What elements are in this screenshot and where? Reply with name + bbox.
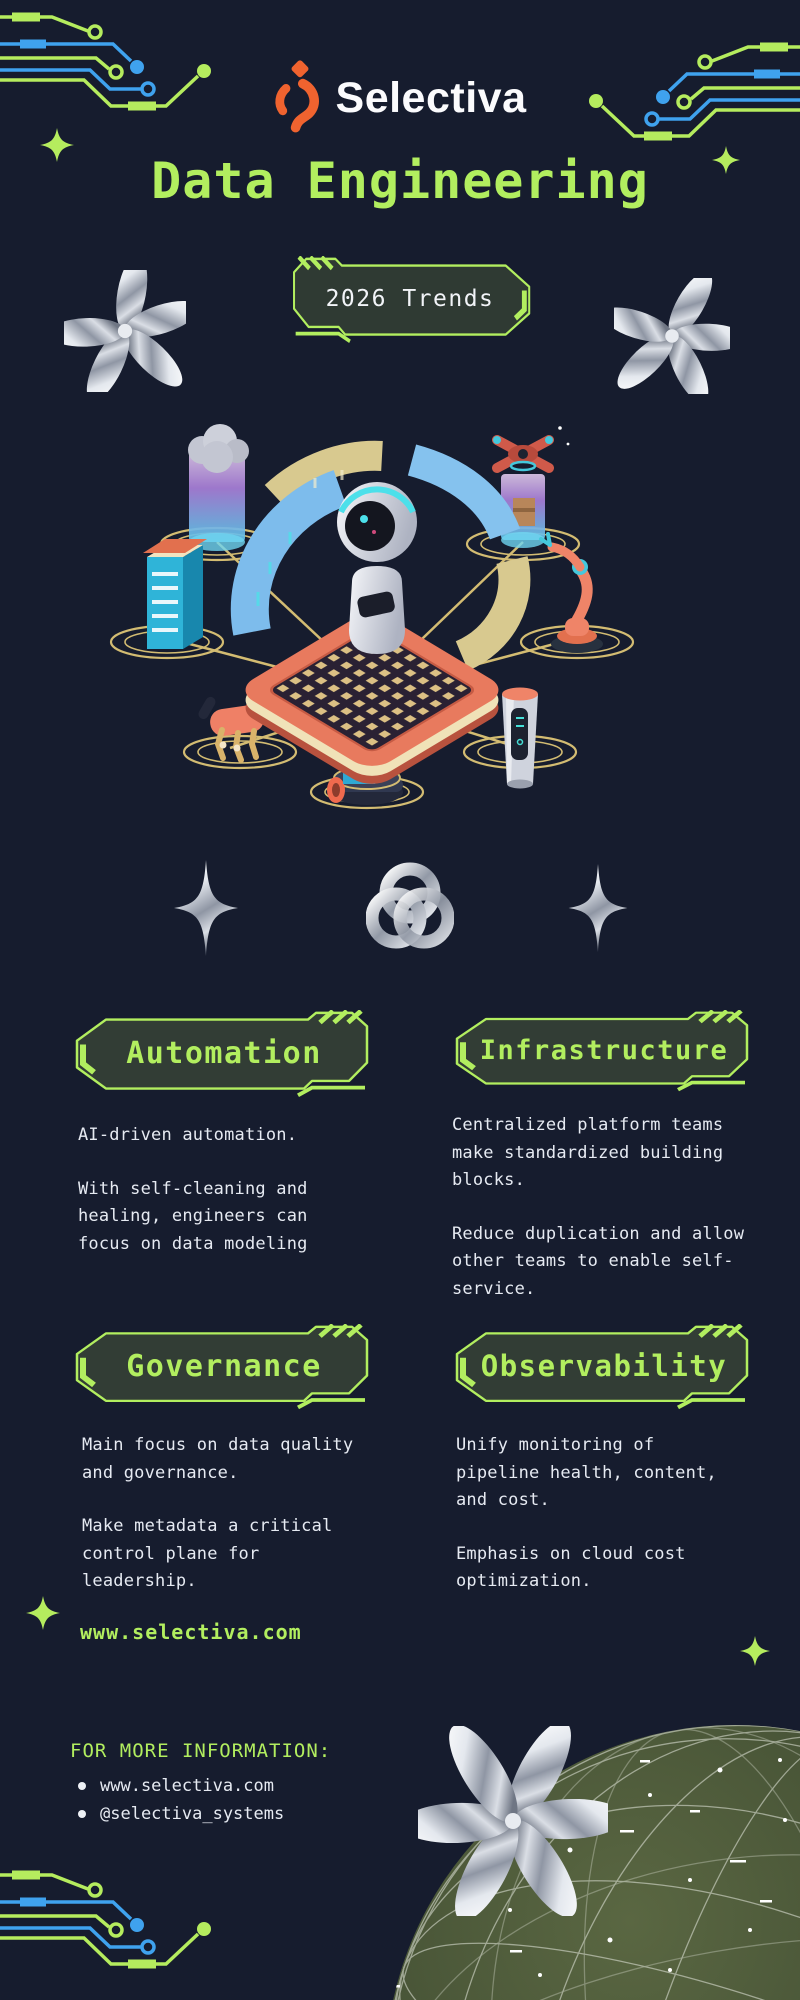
trends-badge-label: 2026 Trends bbox=[325, 286, 495, 312]
paragraph: AI-driven automation. bbox=[78, 1125, 298, 1145]
paragraph: Emphasis on cloud cost optimization. bbox=[456, 1543, 686, 1592]
section-header-governance: Governance bbox=[60, 1324, 388, 1414]
brand-logo: Selectiva bbox=[0, 58, 800, 138]
paragraph: Unify monitoring of pipeline health, con… bbox=[456, 1435, 717, 1511]
badge-frame bbox=[293, 256, 531, 343]
section-header-infrastructure: Infrastructure bbox=[440, 1010, 768, 1096]
circuit-decoration-bottom-left bbox=[0, 1870, 211, 1969]
wireframe-globe bbox=[390, 1725, 800, 2000]
section-body-governance: Main focus on data quality and governanc… bbox=[82, 1432, 384, 1622]
section-title: Observability bbox=[480, 1349, 728, 1383]
sparkle-icon bbox=[40, 128, 74, 162]
footer-link-social: @selectiva_systems bbox=[78, 1800, 284, 1828]
badge-frame bbox=[75, 1324, 369, 1410]
section-header-automation: Automation bbox=[60, 1010, 388, 1102]
ai-robot bbox=[337, 482, 417, 654]
chrome-flower bbox=[418, 1726, 608, 1916]
footer-links: www.selectiva.com @selectiva_systems bbox=[78, 1772, 284, 1828]
section-body-observability: Unify monitoring of pipeline health, con… bbox=[456, 1432, 738, 1622]
smart-speaker-node bbox=[502, 687, 538, 789]
section-body-infrastructure: Centralized platform teams make standard… bbox=[452, 1112, 757, 1329]
badge-frame bbox=[455, 1324, 749, 1410]
badge-frame bbox=[75, 1010, 369, 1097]
cloud-server-node bbox=[188, 424, 249, 551]
paragraph: Main focus on data quality and governanc… bbox=[82, 1435, 354, 1483]
section-title: Governance bbox=[126, 1348, 322, 1384]
footer-heading: FOR MORE INFORMATION: bbox=[70, 1740, 332, 1762]
chrome-knot bbox=[366, 862, 454, 949]
paragraph: Make metadata a critical control plane f… bbox=[82, 1516, 333, 1592]
trends-badge: 2026 Trends bbox=[277, 256, 543, 348]
data-ribbons bbox=[230, 440, 531, 671]
section-title: Infrastructure bbox=[479, 1034, 729, 1066]
sparkle-icon bbox=[740, 1636, 770, 1666]
sparkle-icon bbox=[26, 1596, 60, 1630]
footer-link-website: www.selectiva.com bbox=[78, 1772, 284, 1800]
brand-name: Selectiva bbox=[335, 73, 527, 122]
selectiva-flame-icon bbox=[274, 60, 319, 133]
badge-frame bbox=[455, 1010, 749, 1092]
website-link: www.selectiva.com bbox=[80, 1620, 302, 1644]
circuit-decoration-top-right bbox=[589, 42, 800, 141]
chrome-star-icon bbox=[568, 864, 628, 952]
section-header-observability: Observability bbox=[440, 1324, 768, 1414]
paragraph: Reduce duplication and allow other teams… bbox=[452, 1223, 745, 1299]
chrome-star-icon bbox=[174, 860, 238, 956]
robotic-arm-node bbox=[539, 532, 603, 653]
paragraph: Centralized platform teams make standard… bbox=[452, 1115, 724, 1191]
page-title: Data Engineering bbox=[151, 152, 649, 210]
section-title: Automation bbox=[126, 1035, 322, 1071]
chrome-flower bbox=[614, 278, 730, 394]
sparkle-icon bbox=[712, 146, 740, 174]
circuit-chip-platform bbox=[245, 614, 499, 784]
central-illustration bbox=[109, 424, 635, 810]
circuit-decoration-top-left bbox=[0, 12, 211, 111]
server-rack-node bbox=[143, 539, 207, 649]
section-body-automation: AI-driven automation. With self-cleaning… bbox=[78, 1122, 330, 1284]
paragraph: With self-cleaning and healing, engineer… bbox=[78, 1178, 308, 1254]
chrome-flower bbox=[64, 270, 186, 392]
